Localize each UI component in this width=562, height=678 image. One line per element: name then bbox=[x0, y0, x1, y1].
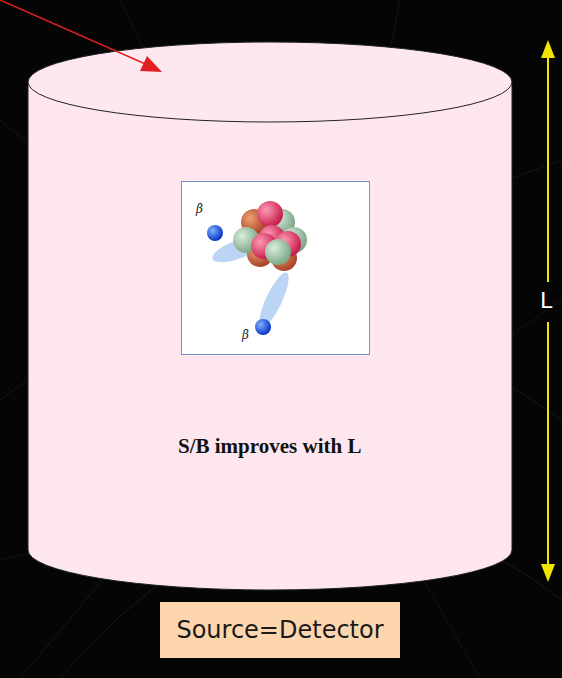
box-label: Source=Detector bbox=[176, 616, 383, 644]
length-arrow bbox=[541, 40, 555, 582]
beta-label: β bbox=[242, 328, 249, 342]
beta-label: β bbox=[196, 202, 203, 216]
decay-inset: ββ bbox=[181, 181, 370, 355]
nucleus-illustration bbox=[182, 182, 369, 354]
detector-cylinder: ββS/B improves with L bbox=[28, 42, 512, 590]
dimension-label: L bbox=[540, 288, 552, 313]
source-box: Source=Detector bbox=[160, 602, 400, 658]
caption-text: S/B improves with L bbox=[178, 434, 361, 459]
